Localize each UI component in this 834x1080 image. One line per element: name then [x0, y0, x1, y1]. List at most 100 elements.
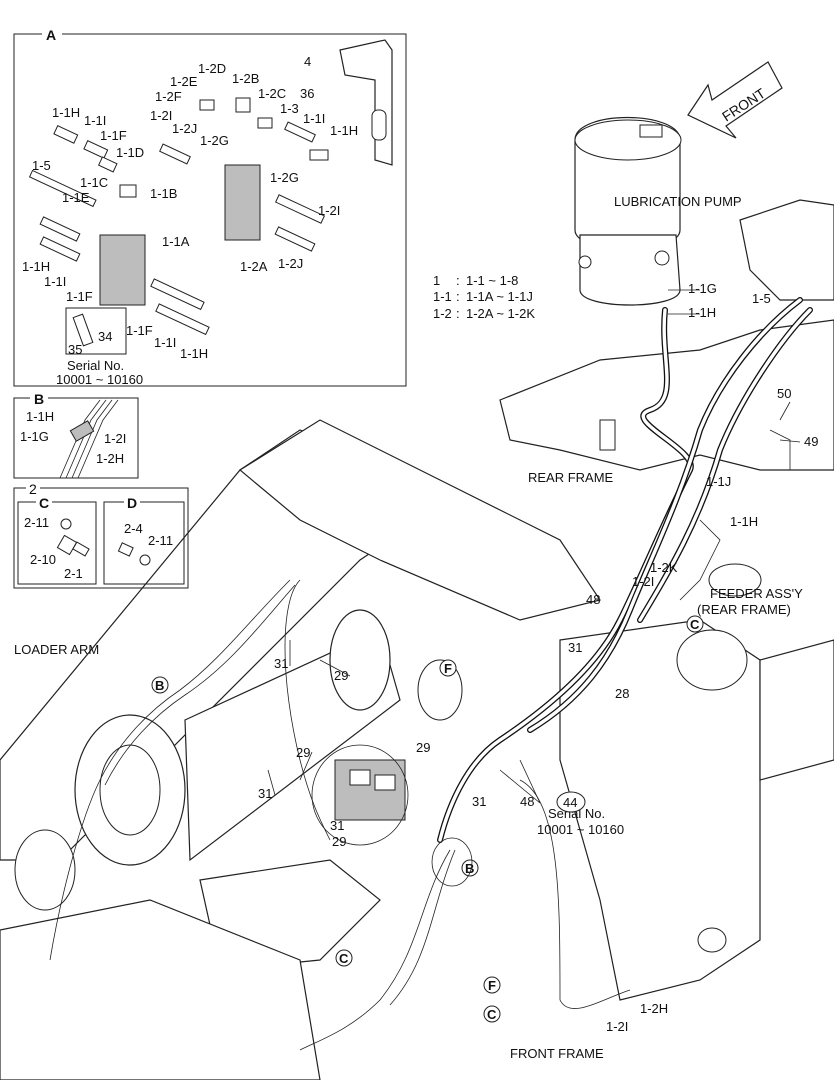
a-label-1-2I-right: 1-2I: [318, 203, 340, 218]
callout-50: 50: [777, 386, 791, 401]
a-label-1-1I-right: 1-1I: [303, 111, 325, 126]
a-label-1-2J-top: 1-2J: [172, 121, 197, 136]
a-label-1-1H-right: 1-1H: [330, 123, 358, 138]
legend-key-1: 1: [433, 273, 440, 288]
a-label-1-2E: 1-2E: [170, 74, 198, 89]
kit-34-35-frame: [65, 307, 127, 355]
legend-value-1: 1-1 ~ 1-8: [466, 273, 518, 288]
machine-illustration: [0, 199, 834, 1080]
callout-1-1H-pump: 1-1H: [688, 305, 716, 320]
legend-sep-3: :: [456, 306, 460, 321]
inset-b-frame: [13, 397, 139, 479]
a-label-1-1E: 1-1E: [62, 190, 90, 205]
a-label-1-1B: 1-1B: [150, 186, 177, 201]
a-label-1-1A: 1-1A: [162, 234, 190, 249]
d-label-2-11: 2-11: [148, 533, 173, 548]
inset-d-frame: [103, 501, 185, 585]
inset-group-2-tag: 2: [29, 481, 37, 497]
group-legend: 1 : 1-1 ~ 1-8 1-1 : 1-1A ~ 1-1J 1-2 : 1-…: [433, 273, 535, 321]
a-label-1-2A: 1-2A: [240, 259, 268, 274]
a-label-1-1F-mid: 1-1F: [66, 289, 93, 304]
callout-1-2I-front: 1-2I: [606, 1019, 628, 1034]
callout-1-5: 1-5: [752, 291, 771, 306]
circle-tag-C-lower: C: [487, 1007, 497, 1022]
a-label-1-1D: 1-1D: [116, 145, 144, 160]
fittings: [28, 97, 329, 347]
a-label-1-2C: 1-2C: [258, 86, 286, 101]
legend-value-3: 1-2A ~ 1-2K: [466, 306, 535, 321]
callout-29-lower: 29: [416, 740, 430, 755]
callout-1-2H: 1-2H: [640, 1001, 668, 1016]
circle-tag-44: 44: [563, 795, 577, 810]
a-serial-line-2: 10001 ~ 10160: [56, 372, 143, 387]
a-label-1-2F: 1-2F: [155, 89, 182, 104]
grease-hoses: [49, 297, 813, 1051]
circle-tag-B-left: B: [155, 678, 164, 693]
inset-d-tag: D: [127, 495, 137, 511]
a-label-34: 34: [98, 329, 112, 344]
a-label-1-1I-mid: 1-1I: [44, 274, 66, 289]
a-label-36: 36: [300, 86, 314, 101]
circled-tags: B C F B C F C 44: [151, 615, 704, 1023]
circle-tag-C-feeder: C: [690, 617, 700, 632]
lubrication-pump-label: LUBRICATION PUMP: [614, 194, 742, 209]
callout-29-mid: 29: [296, 745, 310, 760]
b-label-1-1G: 1-1G: [20, 429, 49, 444]
callout-48-lower: 48: [520, 794, 534, 809]
a-label-35: 35: [68, 342, 82, 357]
c-label-2-1: 2-1: [64, 566, 83, 581]
inset-a: A 1-2D 1-2E: [13, 26, 407, 387]
main-serial-line-2: 10001 ~ 10160: [537, 822, 624, 837]
c-label-2-10: 2-10: [30, 552, 56, 567]
callout-29-upper: 29: [334, 668, 348, 683]
callout-48-upper: 48: [586, 592, 600, 607]
b-label-1-2H: 1-2H: [96, 451, 124, 466]
b-label-1-1H: 1-1H: [26, 409, 54, 424]
a-serial-line-1: Serial No.: [67, 358, 124, 373]
inset-c-frame: [17, 501, 97, 585]
a-label-1-2G-right: 1-2G: [270, 170, 299, 185]
a-label-4: 4: [304, 54, 311, 69]
callout-28: 28: [615, 686, 629, 701]
front-frame-label: FRONT FRAME: [510, 1046, 604, 1061]
a-label-1-2D: 1-2D: [198, 61, 226, 76]
lubrication-pump: [574, 117, 682, 306]
a-label-1-1F-low: 1-1F: [126, 323, 153, 338]
a-label-1-2J-right: 1-2J: [278, 256, 303, 271]
inset-group-2-frame: [13, 487, 189, 589]
a-label-1-1H-left: 1-1H: [52, 105, 80, 120]
circle-tag-C-left: C: [339, 951, 349, 966]
main-labels: LUBRICATION PUMP REAR FRAME LOADER ARM F…: [14, 194, 818, 1061]
legend-value-2: 1-1A ~ 1-1J: [466, 289, 533, 304]
callout-1-2I-feeder: 1-2I: [632, 574, 654, 589]
a-label-1-1I-left: 1-1I: [84, 113, 106, 128]
callout-31-center: 31: [330, 818, 344, 833]
a-label-1-1C: 1-1C: [80, 175, 108, 190]
a-label-1-1F-top: 1-1F: [100, 128, 127, 143]
circle-tag-F-upper: F: [444, 661, 452, 676]
a-label-1-2G-top: 1-2G: [200, 133, 229, 148]
a-label-1-2B: 1-2B: [232, 71, 259, 86]
callout-31-right: 31: [568, 640, 582, 655]
a-label-1-1H-mid: 1-1H: [22, 259, 50, 274]
front-direction-arrow: FRONT: [687, 61, 783, 139]
loader-arm-label: LOADER ARM: [14, 642, 99, 657]
a-label-1-5: 1-5: [32, 158, 51, 173]
callout-31-left: 31: [274, 656, 288, 671]
legend-key-3: 1-2: [433, 306, 452, 321]
callout-1-1J: 1-1J: [706, 474, 731, 489]
inset-c-tag: C: [39, 495, 49, 511]
circle-tag-B-center: B: [465, 861, 474, 876]
b-label-1-2I: 1-2I: [104, 431, 126, 446]
legend-key-2: 1-1: [433, 289, 452, 304]
callout-1-1G: 1-1G: [688, 281, 717, 296]
callout-31-mid: 31: [258, 786, 272, 801]
callout-1-1H-feeder: 1-1H: [730, 514, 758, 529]
rear-frame-label: REAR FRAME: [528, 470, 614, 485]
feeder-label-line-2: (REAR FRAME): [697, 602, 791, 617]
a-label-1-1I-low: 1-1I: [154, 335, 176, 350]
inset-b-tag: B: [34, 391, 44, 407]
inset-a-tag: A: [46, 27, 56, 43]
legend-sep-2: :: [456, 289, 460, 304]
